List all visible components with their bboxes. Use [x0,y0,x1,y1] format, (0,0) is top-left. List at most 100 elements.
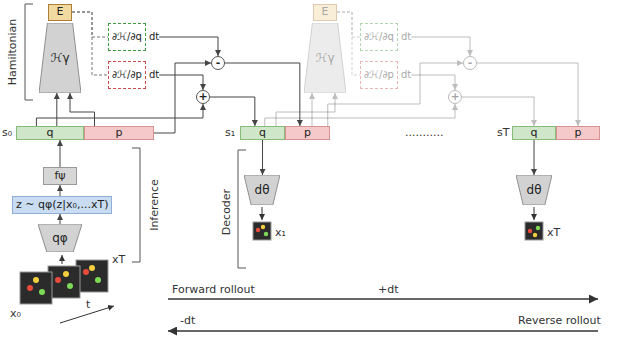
operator-sign: - [468,57,473,69]
direction-label: Forward rollout [172,283,255,296]
trapezoid-outline [38,224,82,252]
network-name: ℋγ [51,52,70,64]
output-image [525,222,543,240]
state-name: s₀ [2,126,12,139]
energy-symbol: E [57,6,64,18]
state-symbol: q [259,127,266,139]
flow-arrow [312,93,313,126]
time-step-label: dt [401,31,411,43]
flow-arrow [462,97,534,126]
energy-symbol: E [322,6,329,18]
image-frame [20,272,52,304]
trapezoid-outline [516,175,552,205]
time-step-label: dt [149,69,159,81]
ball [261,225,265,229]
ball [89,265,95,271]
state-symbol: p [575,127,582,139]
trapezoid-outline [244,175,280,205]
ball [83,269,89,275]
network-name: ℋγ [316,52,335,64]
flow-arrow [60,214,61,224]
section-label: Inference [148,179,161,231]
flow-arrow [154,63,211,133]
energy-box: E [313,4,337,21]
flow-arrow [411,75,455,90]
encoder-network: qφ [38,224,82,252]
gradient-box: ∂ℋ/∂pdt [108,61,159,89]
position-box: q [16,126,84,140]
add-op: + [196,90,210,104]
decode-arrow [534,207,535,220]
axis-label: t [86,298,90,311]
flow-arrow [276,93,335,126]
frame-name: x₁ [275,226,286,239]
flow-arrow [56,93,57,126]
flow-arrow [60,140,61,167]
operator-sign: + [198,91,207,103]
ball [33,277,39,283]
momentum-box: p [285,126,330,140]
ball [264,232,268,236]
frame-name: xT [547,226,560,239]
ball [256,228,260,232]
subtract-op: - [211,56,225,70]
state-symbol: q [47,127,54,139]
network-name: dθ [255,184,270,196]
operator-sign: + [450,91,459,103]
bracket [25,4,33,100]
dashed-link [72,12,108,37]
flow-arrow [70,93,95,126]
section-label: Hamiltonian [6,19,19,86]
flow-arrow [60,185,61,196]
partial-derivative: ∂ℋ/∂q [360,23,398,51]
position-box: q [240,126,285,140]
time-step-label: dt [149,31,159,43]
latent-box: z ~ qφ(z|x₀,...xT) [12,196,112,214]
flow-arrow [411,37,470,56]
image-frame [76,260,108,292]
latent-formula: z ~ qφ(z|x₀,...xT) [16,199,108,211]
network-name: dθ [527,184,542,196]
ball [39,289,45,295]
flow-arrow [159,75,203,90]
rollout-arrow [168,330,598,332]
ball [63,271,69,277]
state-name: s₁ [225,126,235,139]
flow-arrow [477,63,578,126]
decoder-network: dθ [244,175,280,205]
partial-derivative: ∂ℋ/∂p [360,61,398,89]
trapezoid-outline [39,23,81,93]
ellipsis: ........... [405,126,443,139]
state-symbol: p [304,127,311,139]
state-symbol: q [531,127,538,139]
partial-derivative: ∂ℋ/∂p [108,61,146,89]
energy-box: E [48,4,72,21]
gradient-box: ∂ℋ/∂qdt [108,23,159,51]
partial-derivative: ∂ℋ/∂q [108,23,146,51]
direction-label: Reverse rollout [518,314,601,327]
momentum-box: p [84,126,154,140]
ball [536,226,540,230]
dashed-link [337,12,360,37]
momentum-box: p [556,126,600,140]
ball [533,233,537,237]
image-frame [48,266,80,298]
time-step-label: dt [401,69,411,81]
flow-arrow [534,140,535,175]
ball [27,285,33,291]
function-name: fψ [54,170,65,182]
flow-arrow [262,140,263,175]
add-op: + [448,90,462,104]
operator-sign: - [216,57,221,69]
bracket [132,148,140,262]
gradient-box: ∂ℋ/∂qdt [360,23,411,51]
image-sequence [20,260,108,304]
gradient-box: ∂ℋ/∂pdt [360,61,411,89]
network-name: qφ [52,232,68,244]
step-label: -dt [180,314,195,327]
hamiltonian-network: ℋγ [39,23,81,93]
flow-arrow [36,104,203,126]
flow-arrow [225,63,300,126]
frame-name: x₀ [10,307,21,320]
